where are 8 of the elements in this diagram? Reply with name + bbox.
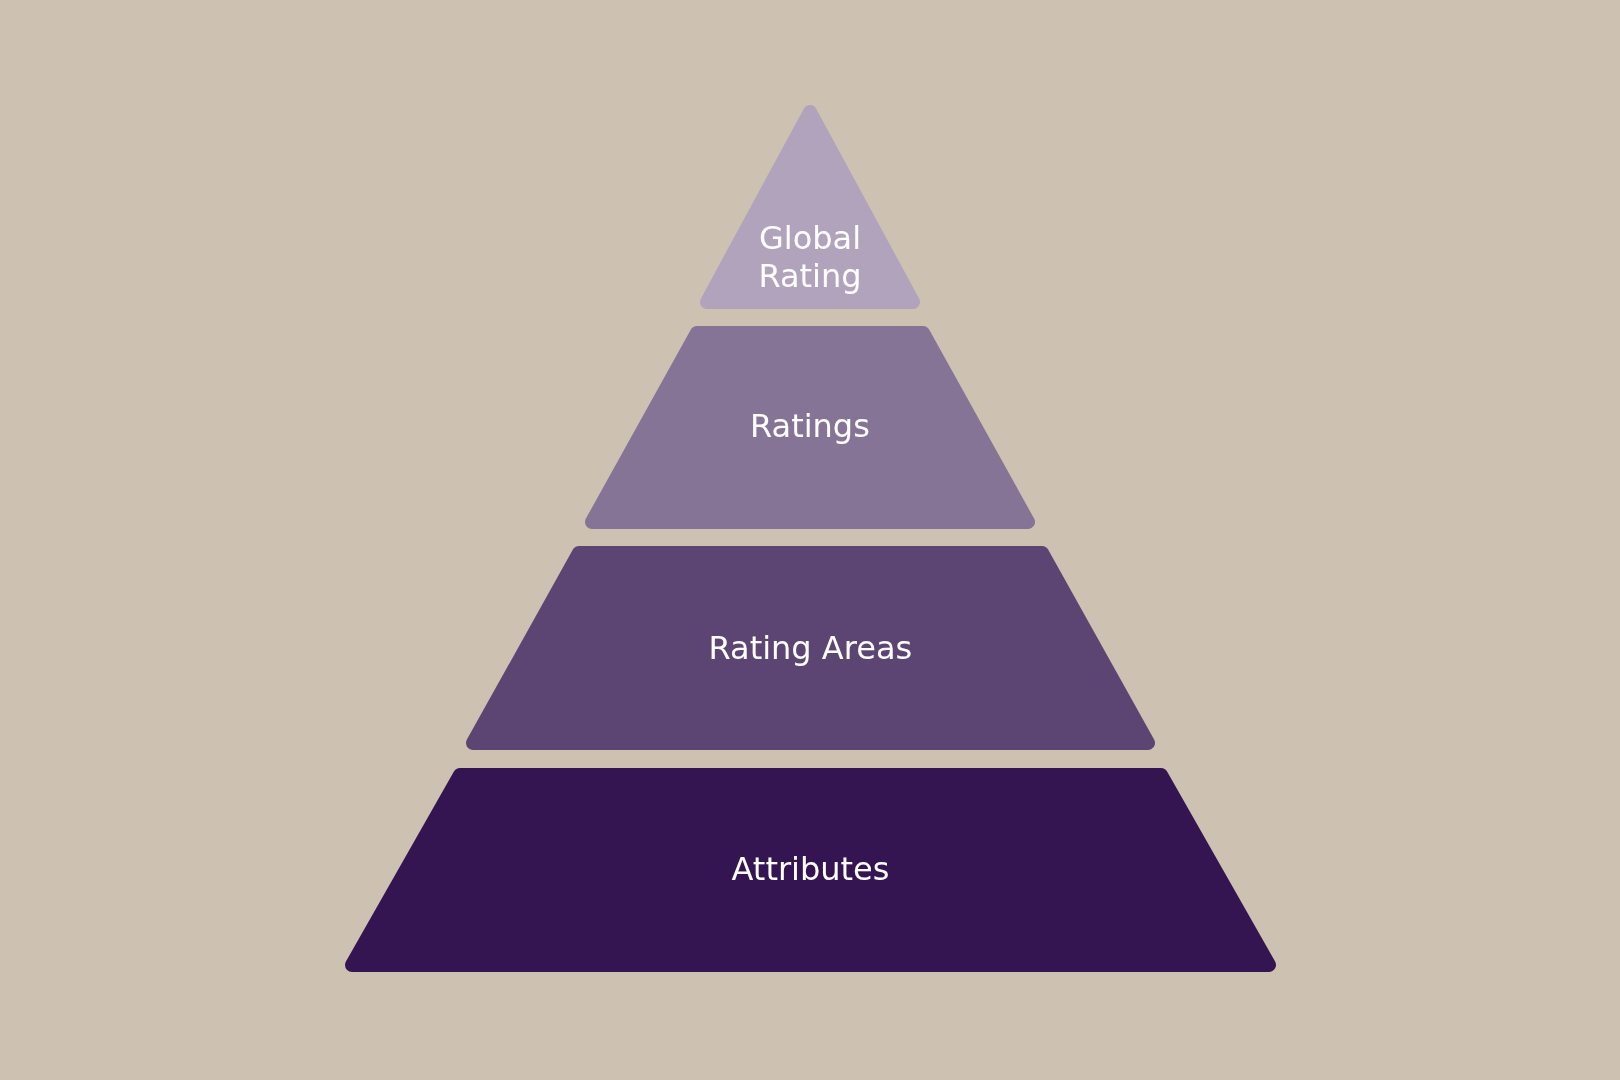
tier-label: Ratings	[750, 407, 870, 445]
tier-label: Global Rating	[757, 219, 863, 295]
tier-label: Rating Areas	[708, 629, 913, 667]
pyramid-apex	[700, 105, 920, 309]
tier-label: Attributes	[731, 850, 890, 888]
pyramid-tier	[585, 326, 1035, 529]
pyramid-tier	[345, 768, 1276, 972]
pyramid-tier	[466, 546, 1155, 750]
